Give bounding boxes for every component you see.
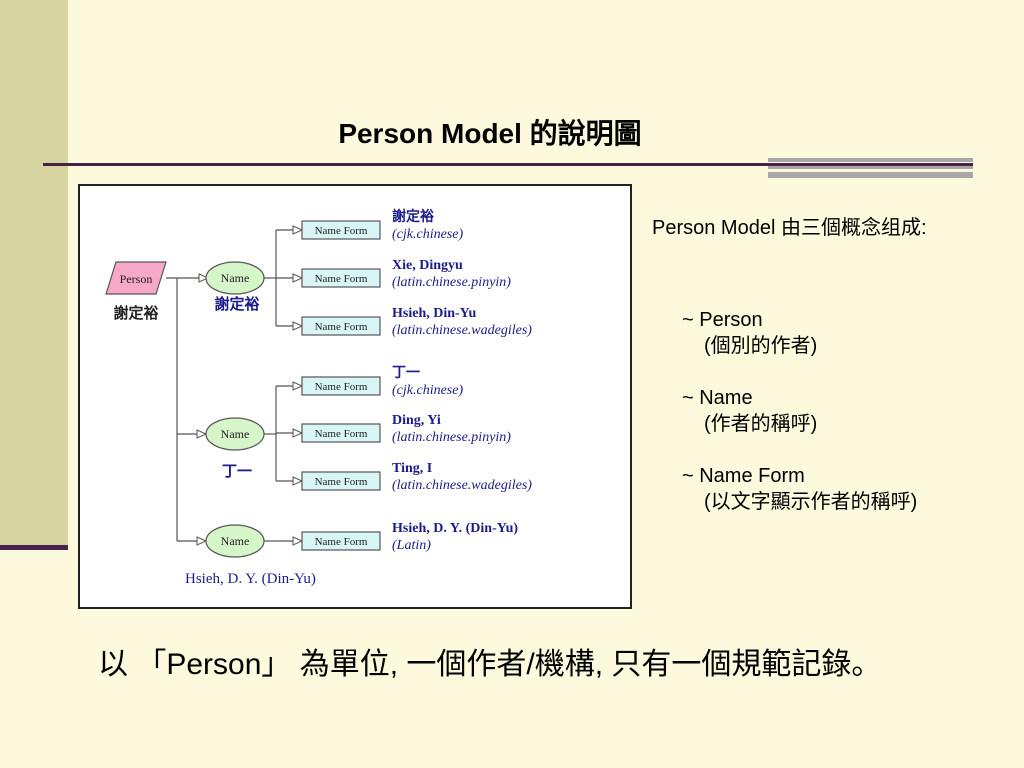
- name-form-box: [301, 376, 381, 396]
- name-form-box: [301, 531, 381, 551]
- side-item-name-form: ~ Name Form (以文字顯示作者的稱呼): [682, 463, 917, 515]
- arrow-head: [196, 429, 208, 439]
- name-form-scheme: (latin.chinese.pinyin): [392, 430, 511, 445]
- name-form-scheme: (latin.chinese.wadegiles): [392, 323, 532, 338]
- name-form-label: Name Form: [315, 536, 368, 548]
- arrow-head: [292, 428, 304, 438]
- name-form-label: Name Form: [315, 273, 368, 285]
- arrow-head: [292, 225, 304, 235]
- left-accent-line: [0, 545, 68, 550]
- arrow-head: [292, 273, 304, 283]
- name-node-caption: 丁一: [222, 464, 252, 480]
- name-form-box: [301, 268, 381, 288]
- name-form-scheme: (cjk.chinese): [392, 383, 463, 398]
- name-form-scheme: (cjk.chinese): [392, 227, 463, 242]
- name-node-label: Name: [221, 534, 250, 548]
- name-node-caption: Hsieh, D. Y. (Din-Yu): [185, 571, 316, 587]
- side-item-head: ~ Person: [682, 309, 763, 331]
- arrow-head: [198, 273, 210, 283]
- arrow-head: [292, 476, 304, 486]
- person-node-label: Person: [120, 272, 153, 286]
- diagram-canvas: Person 謝定裕 Name 謝定裕 Name Form 謝定裕 (cjk.chinese…: [105, 208, 532, 587]
- side-item-sub: (作者的稱呼): [704, 413, 818, 435]
- arrow-head: [292, 536, 304, 546]
- name-form-label: Name Form: [315, 428, 368, 440]
- name-form-label: Name Form: [315, 321, 368, 333]
- person-node-caption: 謝定裕: [113, 304, 158, 322]
- name-form-label: Name Form: [315, 476, 368, 488]
- side-panel: Person Model 由三個概念组成: ~ Person (個別的作者) ~…: [652, 215, 992, 513]
- decor-stripe: [768, 158, 973, 162]
- name-form-box: [301, 220, 381, 240]
- side-item-sub: (以文字顯示作者的稱呼): [704, 491, 918, 513]
- decor-stripe: [768, 166, 973, 169]
- name-form-label: Name Form: [315, 225, 368, 237]
- side-item-person: ~ Person (個別的作者): [682, 307, 817, 359]
- arrow-head: [292, 381, 304, 391]
- name-node-label: Name: [221, 427, 250, 441]
- name-form-box: [301, 423, 381, 443]
- title-rule: [43, 163, 973, 166]
- name-node-label: Name: [221, 271, 250, 285]
- name-form-value: 丁一: [392, 366, 420, 381]
- name-form-scheme: (latin.chinese.wadegiles): [392, 478, 532, 493]
- name-form-scheme: (Latin): [392, 538, 431, 553]
- name-form-label: Name Form: [315, 381, 368, 393]
- name-form-value: Hsieh, Din-Yu: [392, 306, 477, 321]
- arrow-head: [196, 536, 208, 546]
- person-node: [105, 261, 167, 295]
- side-item-name: ~ Name (作者的稱呼): [682, 385, 817, 437]
- name-form-value: Xie, Dingyu: [392, 258, 463, 273]
- decor-stripe: [768, 172, 973, 178]
- name-form-value: Hsieh, D. Y. (Din-Yu): [392, 521, 518, 536]
- bottom-statement: 以 「Person」 為單位, 一個作者/機構, 只有一個規範記錄。: [98, 648, 882, 681]
- name-form-scheme: (latin.chinese.pinyin): [392, 275, 511, 290]
- name-form-value: 謝定裕: [392, 208, 434, 225]
- name-form-box: [301, 471, 381, 491]
- side-intro: Person Model 由三個概念组成:: [652, 217, 927, 239]
- left-decor-bar: [0, 0, 68, 548]
- name-form-box: [301, 316, 381, 336]
- side-item-sub: (個別的作者): [704, 335, 818, 357]
- arrow-head: [292, 321, 304, 331]
- name-form-value: Ting, I: [392, 461, 432, 476]
- person-model-diagram: Person 謝定裕 Name 謝定裕 Name Form 謝定裕 (cjk.chinese…: [78, 184, 632, 609]
- name-node-caption: 謝定裕: [214, 295, 259, 313]
- name-form-value: Ding, Yi: [392, 413, 441, 428]
- slide-title: Person Model 的說明圖: [338, 118, 642, 149]
- side-item-head: ~ Name: [682, 387, 753, 409]
- side-item-head: ~ Name Form: [682, 465, 805, 487]
